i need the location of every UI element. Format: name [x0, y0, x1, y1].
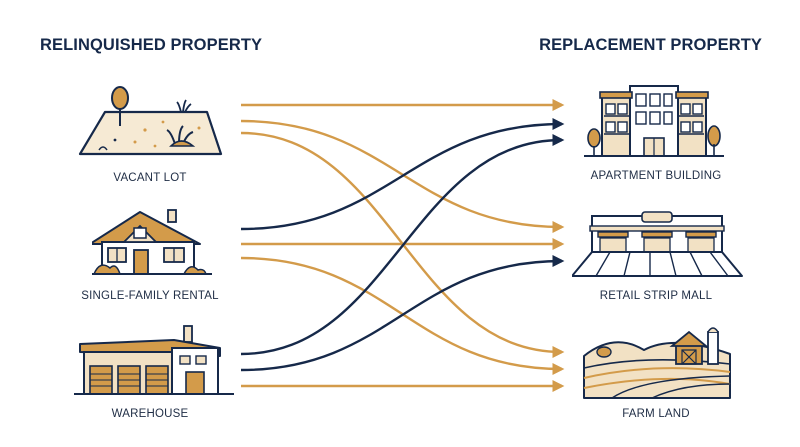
warehouse-label: WAREHOUSE [111, 408, 189, 420]
farm-label: FARM LAND [622, 408, 690, 420]
apartment-building-icon [584, 85, 724, 157]
arrow-vacant-lot-to-farm [240, 131, 565, 358]
house-icon [92, 209, 212, 275]
arrow-vacant-lot-to-strip-mall [240, 119, 565, 233]
apartment-building-label: APARTMENT BUILDING [590, 170, 722, 182]
replacement-heading: REPLACEMENT PROPERTY [539, 36, 762, 54]
strip-mall-icon [572, 211, 743, 277]
single-family-label: SINGLE-FAMILY RENTAL [81, 290, 219, 302]
arrow-single-family-to-apartment [240, 118, 565, 231]
strip-mall-label: RETAIL STRIP MALL [599, 290, 713, 302]
arrow-warehouse-to-strip-mall [240, 255, 565, 372]
warehouse-icon [74, 325, 234, 395]
farm-icon [583, 327, 731, 399]
relinquished-heading: RELINQUISHED PROPERTY [40, 36, 263, 54]
vacant-lot-label: VACANT LOT [113, 172, 187, 184]
arrow-warehouse-to-apartment [240, 134, 565, 356]
arrow-single-family-to-farm [240, 256, 565, 375]
vacant-lot-icon [78, 86, 223, 156]
